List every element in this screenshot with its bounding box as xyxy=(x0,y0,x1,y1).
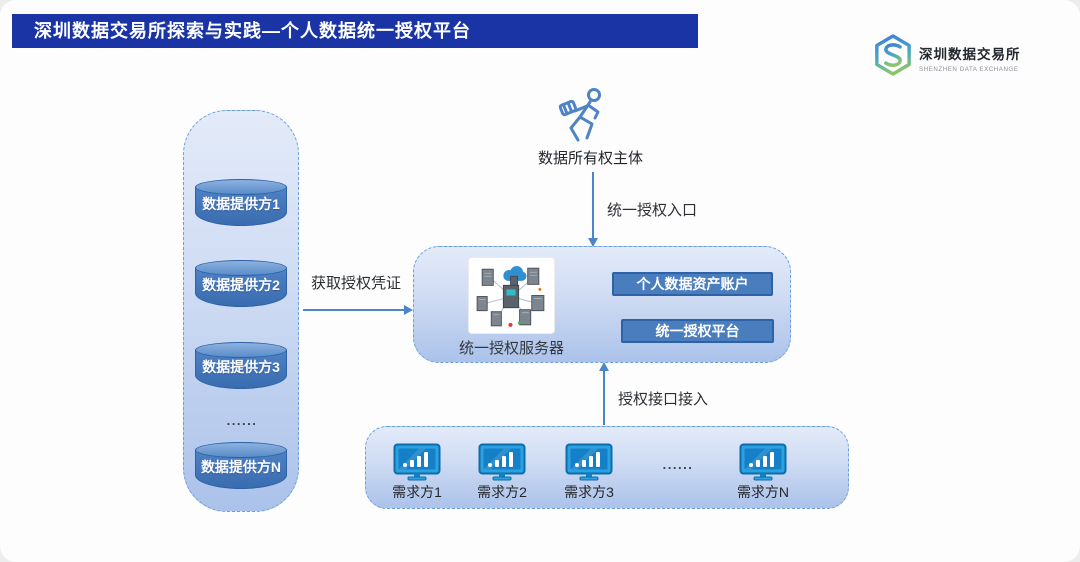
database-cylinder-provider-2: 数据提供方2 xyxy=(195,260,287,308)
api-arrowhead xyxy=(599,362,609,371)
personal-data-account-pill: 个人数据资产账户 xyxy=(612,272,773,296)
api-arrow-line xyxy=(603,369,605,425)
consumer-label: 需求方3 xyxy=(564,484,614,500)
api-flow-label: 授权接口接入 xyxy=(618,391,709,408)
provider-label: 数据提供方N xyxy=(200,459,282,475)
hexagon-s-logo-icon xyxy=(874,34,912,81)
server-label: 统一授权服务器 xyxy=(458,340,564,357)
authorization-server-group: 统一授权服务器 个人数据资产账户 统一授权平台 xyxy=(413,246,791,363)
monitor-icon-consumer-2 xyxy=(478,443,526,483)
brand-subtitle: SHENZHEN DATA EXCHANGE xyxy=(919,65,1019,73)
data-providers-group: 数据提供方1 数据提供方2 数据提供方3 ...... 数据提供方N xyxy=(183,110,299,512)
provider-label: 数据提供方1 xyxy=(202,196,280,212)
credential-flow-label: 获取授权凭证 xyxy=(310,275,401,292)
entry-flow-label: 统一授权入口 xyxy=(607,202,698,219)
consumer-label: 需求方N xyxy=(736,484,790,500)
database-cylinder-provider-3: 数据提供方3 xyxy=(195,342,287,390)
providers-ellipsis: ...... xyxy=(226,413,258,428)
entry-arrowhead xyxy=(588,238,598,247)
entry-arrow-line xyxy=(592,172,594,240)
page-title: 深圳数据交易所探索与实践—个人数据统一授权平台 xyxy=(34,21,471,41)
consumer-label: 需求方1 xyxy=(392,484,442,500)
data-consumers-group: ...... 需求方1 需求方2 需求方3 需求方N xyxy=(365,426,849,509)
consumer-label: 需求方2 xyxy=(477,484,527,500)
server-cluster-icon xyxy=(469,258,554,333)
monitor-icon-consumer-n xyxy=(739,443,787,483)
data-owner-label: 数据所有权主体 xyxy=(537,150,643,167)
monitor-icon-consumer-1 xyxy=(393,443,441,483)
credential-arrowhead xyxy=(404,305,413,315)
provider-label: 数据提供方3 xyxy=(202,359,280,375)
brand-name: 深圳数据交易所 xyxy=(919,46,1021,62)
provider-label: 数据提供方2 xyxy=(202,277,280,293)
title-banner: 深圳数据交易所探索与实践—个人数据统一授权平台 xyxy=(12,14,698,48)
running-person-icon xyxy=(552,86,612,148)
brand-logo: 深圳数据交易所 SHENZHEN DATA EXCHANGE xyxy=(874,34,1021,81)
database-cylinder-provider-1: 数据提供方1 xyxy=(195,179,287,227)
unified-authorization-platform-pill: 统一授权平台 xyxy=(621,319,774,343)
consumers-ellipsis: ...... xyxy=(662,457,694,472)
database-cylinder-provider-n: 数据提供方N xyxy=(195,442,287,490)
credential-arrow-line xyxy=(303,309,405,311)
monitor-icon-consumer-3 xyxy=(565,443,613,483)
